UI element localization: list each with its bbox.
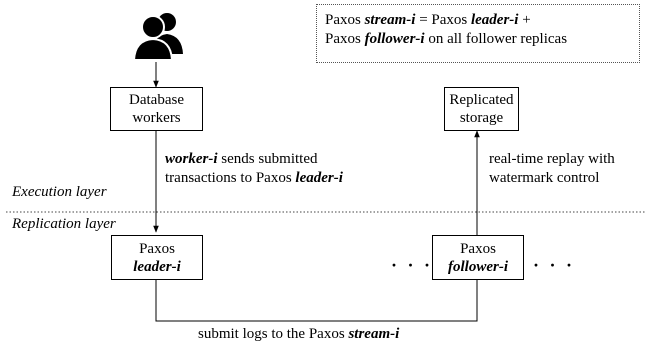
text-run: = Paxos xyxy=(415,12,471,28)
text-run: follower-i xyxy=(364,31,425,47)
text-run: Paxos xyxy=(325,12,365,28)
note-line-1: Paxos stream-i = Paxos leader-i + xyxy=(325,11,631,30)
paxos-leader-line-1: Paxos xyxy=(139,240,175,257)
replay-line-1: real-time replay with xyxy=(489,151,615,167)
paxos-follower-line-1: Paxos xyxy=(460,240,496,257)
stream-connector xyxy=(155,280,478,322)
worker-send-line-1: worker-i sends submitted xyxy=(165,150,343,169)
text-run: stream-i xyxy=(364,12,416,28)
database-workers-box: Database workers xyxy=(110,87,203,131)
execution-layer-label: Execution layer xyxy=(12,184,107,200)
text-run: leader-i xyxy=(295,170,343,186)
database-workers-line-2: workers xyxy=(132,110,181,126)
submit-logs-text: submit logs to the Paxos stream-i xyxy=(198,325,399,344)
paxos-leader-box: Paxos leader-i xyxy=(111,235,203,280)
text-run: leader-i xyxy=(470,12,519,28)
legend-note: Paxos stream-i = Paxos leader-i + Paxos … xyxy=(316,4,640,63)
submit-logs-label: submit logs to the Paxos stream-i xyxy=(198,325,399,344)
paxos-follower-line-2: follower-i xyxy=(447,258,508,275)
ellipsis-right: · · · xyxy=(533,255,576,275)
replicated-storage-line-1: Replicated xyxy=(449,92,514,108)
database-workers-line-1: Database xyxy=(129,92,184,108)
worker-send-label: worker-i sends submitted transactions to… xyxy=(165,150,343,188)
text-run: stream-i xyxy=(348,326,400,342)
replicated-storage-box: Replicated storage xyxy=(444,87,519,131)
text-run: sends submitted xyxy=(217,151,318,167)
replicated-storage-line-2: storage xyxy=(459,110,504,126)
text-run: submit logs to the Paxos xyxy=(198,326,349,342)
text-run: on all follower replicas xyxy=(424,31,568,47)
replication-layer-label: Replication layer xyxy=(12,216,116,232)
text-run: worker-i xyxy=(165,151,218,167)
worker-send-line-2: transactions to Paxos leader-i xyxy=(165,169,343,188)
text-run: transactions to Paxos xyxy=(165,170,296,186)
replay-label: real-time replay with watermark control xyxy=(489,150,615,188)
note-line-2: Paxos follower-i on all follower replica… xyxy=(325,30,631,49)
replay-line-2: watermark control xyxy=(489,170,600,186)
paxos-leader-line-2: leader-i xyxy=(133,258,181,275)
ellipsis-left: · · · xyxy=(391,255,434,275)
paxos-follower-box: Paxos follower-i xyxy=(432,235,524,280)
users-icon xyxy=(132,13,183,61)
text-run: Paxos xyxy=(325,31,365,47)
text-run: + xyxy=(518,12,531,28)
